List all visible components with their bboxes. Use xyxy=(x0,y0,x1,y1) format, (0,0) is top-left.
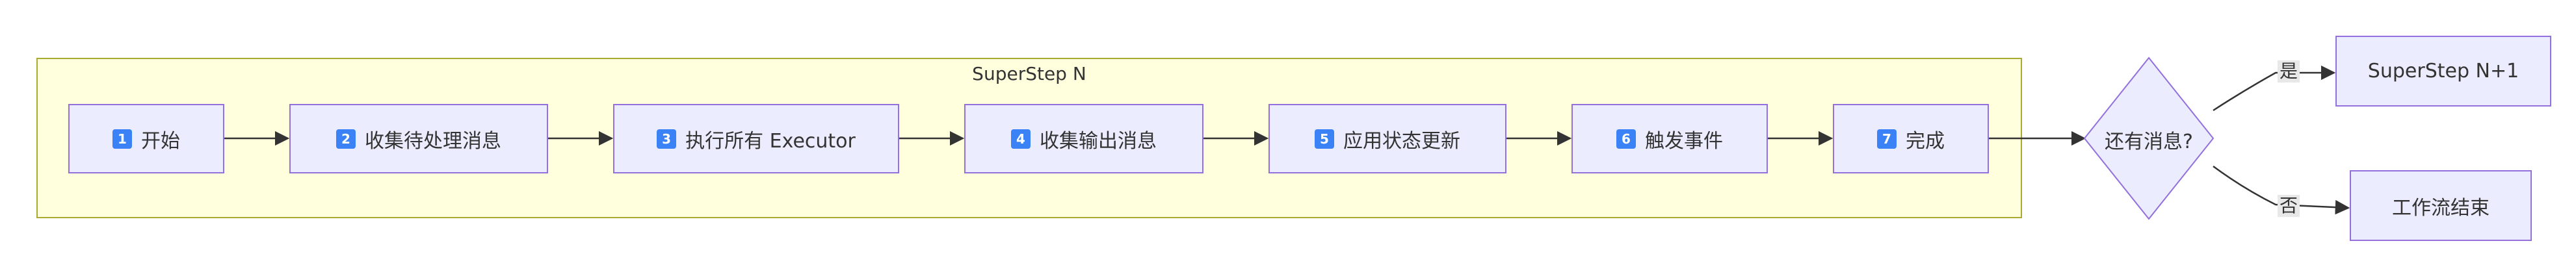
cluster-title: SuperStep N xyxy=(972,63,1086,84)
keycap-number-icon: 4 xyxy=(1011,129,1031,149)
step-node-7: 7 完成 xyxy=(1833,104,1989,173)
edge-decision-yes xyxy=(2213,65,2336,112)
step-label: 应用状态更新 xyxy=(1343,129,1460,153)
step-label: 收集待处理消息 xyxy=(365,129,501,153)
keycap-number-icon: 5 xyxy=(1315,129,1334,149)
step-label: 执行所有 Executor xyxy=(685,129,856,153)
keycap-number-icon: 3 xyxy=(657,129,677,149)
keycap-number-icon: 1 xyxy=(112,129,132,149)
edge-label-no: 否 xyxy=(2278,195,2300,217)
step-label: 收集输出消息 xyxy=(1040,129,1157,153)
keycap-number-icon: 6 xyxy=(1616,129,1636,149)
workflow-end-node: 工作流结束 xyxy=(2350,170,2532,241)
step-node-2: 2 收集待处理消息 xyxy=(289,104,548,173)
step-label: 开始 xyxy=(141,129,180,153)
edge-decision-no xyxy=(2213,165,2350,215)
decision-diamond xyxy=(2083,57,2215,220)
step-node-5: 5 应用状态更新 xyxy=(1268,104,1506,173)
step-node-3: 3 执行所有 Executor xyxy=(613,104,899,173)
workflow-end-label: 工作流结束 xyxy=(2392,196,2490,220)
decision-label: 还有消息? xyxy=(2105,131,2193,153)
keycap-number-icon: 7 xyxy=(1877,129,1897,149)
step-node-4: 4 收集输出消息 xyxy=(964,104,1203,173)
step-label: 触发事件 xyxy=(1645,129,1723,153)
keycap-number-icon: 2 xyxy=(336,129,356,149)
next-superstep-node: SuperStep N+1 xyxy=(2335,36,2551,107)
edge-label-yes: 是 xyxy=(2278,60,2300,82)
step-label: 完成 xyxy=(1906,129,1945,153)
step-node-6: 6 触发事件 xyxy=(1571,104,1768,173)
next-superstep-label: SuperStep N+1 xyxy=(2367,60,2519,82)
step-node-1: 1 开始 xyxy=(68,104,224,173)
